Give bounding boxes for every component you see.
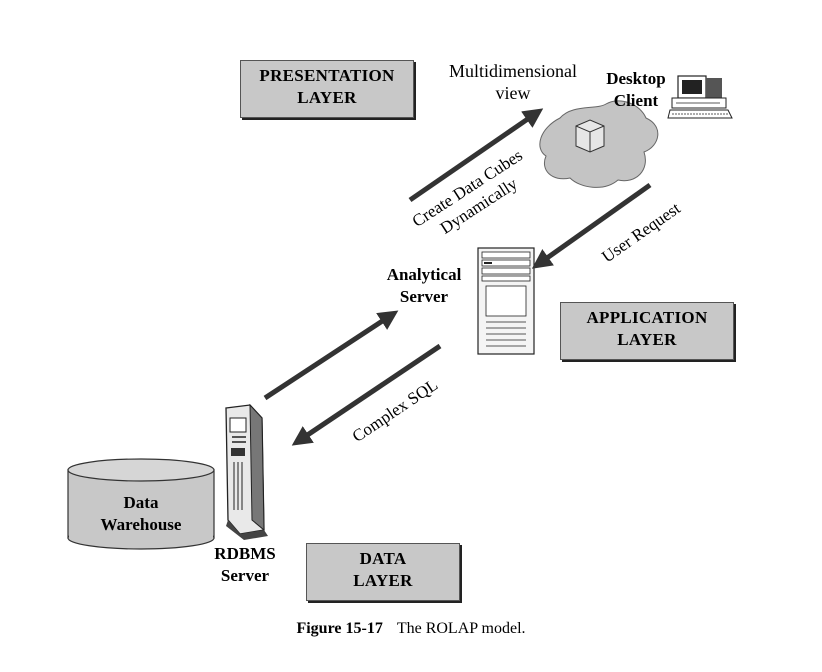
data-layer-line1: DATA xyxy=(359,549,407,568)
warehouse-line2: Warehouse xyxy=(100,515,182,534)
multidim-line1: Multidimensional xyxy=(449,61,577,81)
figure-number: Figure 15-17 xyxy=(296,620,383,637)
presentation-layer-line2: LAYER xyxy=(297,88,357,107)
multidim-line2: view xyxy=(495,83,531,103)
rdbms-server-label: RDBMS Server xyxy=(200,543,290,587)
data-layer-line2: LAYER xyxy=(353,571,413,590)
rdbms-line1: RDBMS xyxy=(214,544,276,563)
warehouse-line1: Data xyxy=(123,493,159,512)
cloud-cube-icon xyxy=(539,100,659,188)
arrow-to-analytical xyxy=(263,310,399,401)
desktop-client-label: Desktop Client xyxy=(596,68,676,112)
data-warehouse-cylinder-icon xyxy=(67,458,215,550)
rdbms-line2: Server xyxy=(220,566,270,585)
arrow-complex-sql xyxy=(291,343,442,446)
application-layer-box: APPLICATION LAYER xyxy=(560,302,734,360)
figure-caption-text: The ROLAP model. xyxy=(396,620,526,637)
application-layer-line1: APPLICATION xyxy=(586,308,708,327)
desktop-line1: Desktop xyxy=(606,69,666,88)
arrow-user-request xyxy=(531,182,652,269)
multidimensional-view-label: Multidimensional view xyxy=(428,60,598,104)
figure-caption: Figure 15-17 The ROLAP model. xyxy=(0,620,822,638)
arrow-create-cubes xyxy=(408,108,544,203)
rdbms-server-icon xyxy=(225,403,268,540)
presentation-layer-line1: PRESENTATION xyxy=(259,66,395,85)
analytical-line1: Analytical xyxy=(386,265,462,284)
desktop-line2: Client xyxy=(613,91,659,110)
data-warehouse-label: Data Warehouse xyxy=(84,492,198,536)
desktop-computer-icon xyxy=(667,75,733,119)
presentation-layer-box: PRESENTATION LAYER xyxy=(240,60,414,118)
analytical-server-label: Analytical Server xyxy=(374,264,474,308)
analytical-line2: Server xyxy=(399,287,449,306)
application-layer-line2: LAYER xyxy=(617,330,677,349)
analytical-server-icon xyxy=(477,247,535,355)
data-layer-box: DATA LAYER xyxy=(306,543,460,601)
